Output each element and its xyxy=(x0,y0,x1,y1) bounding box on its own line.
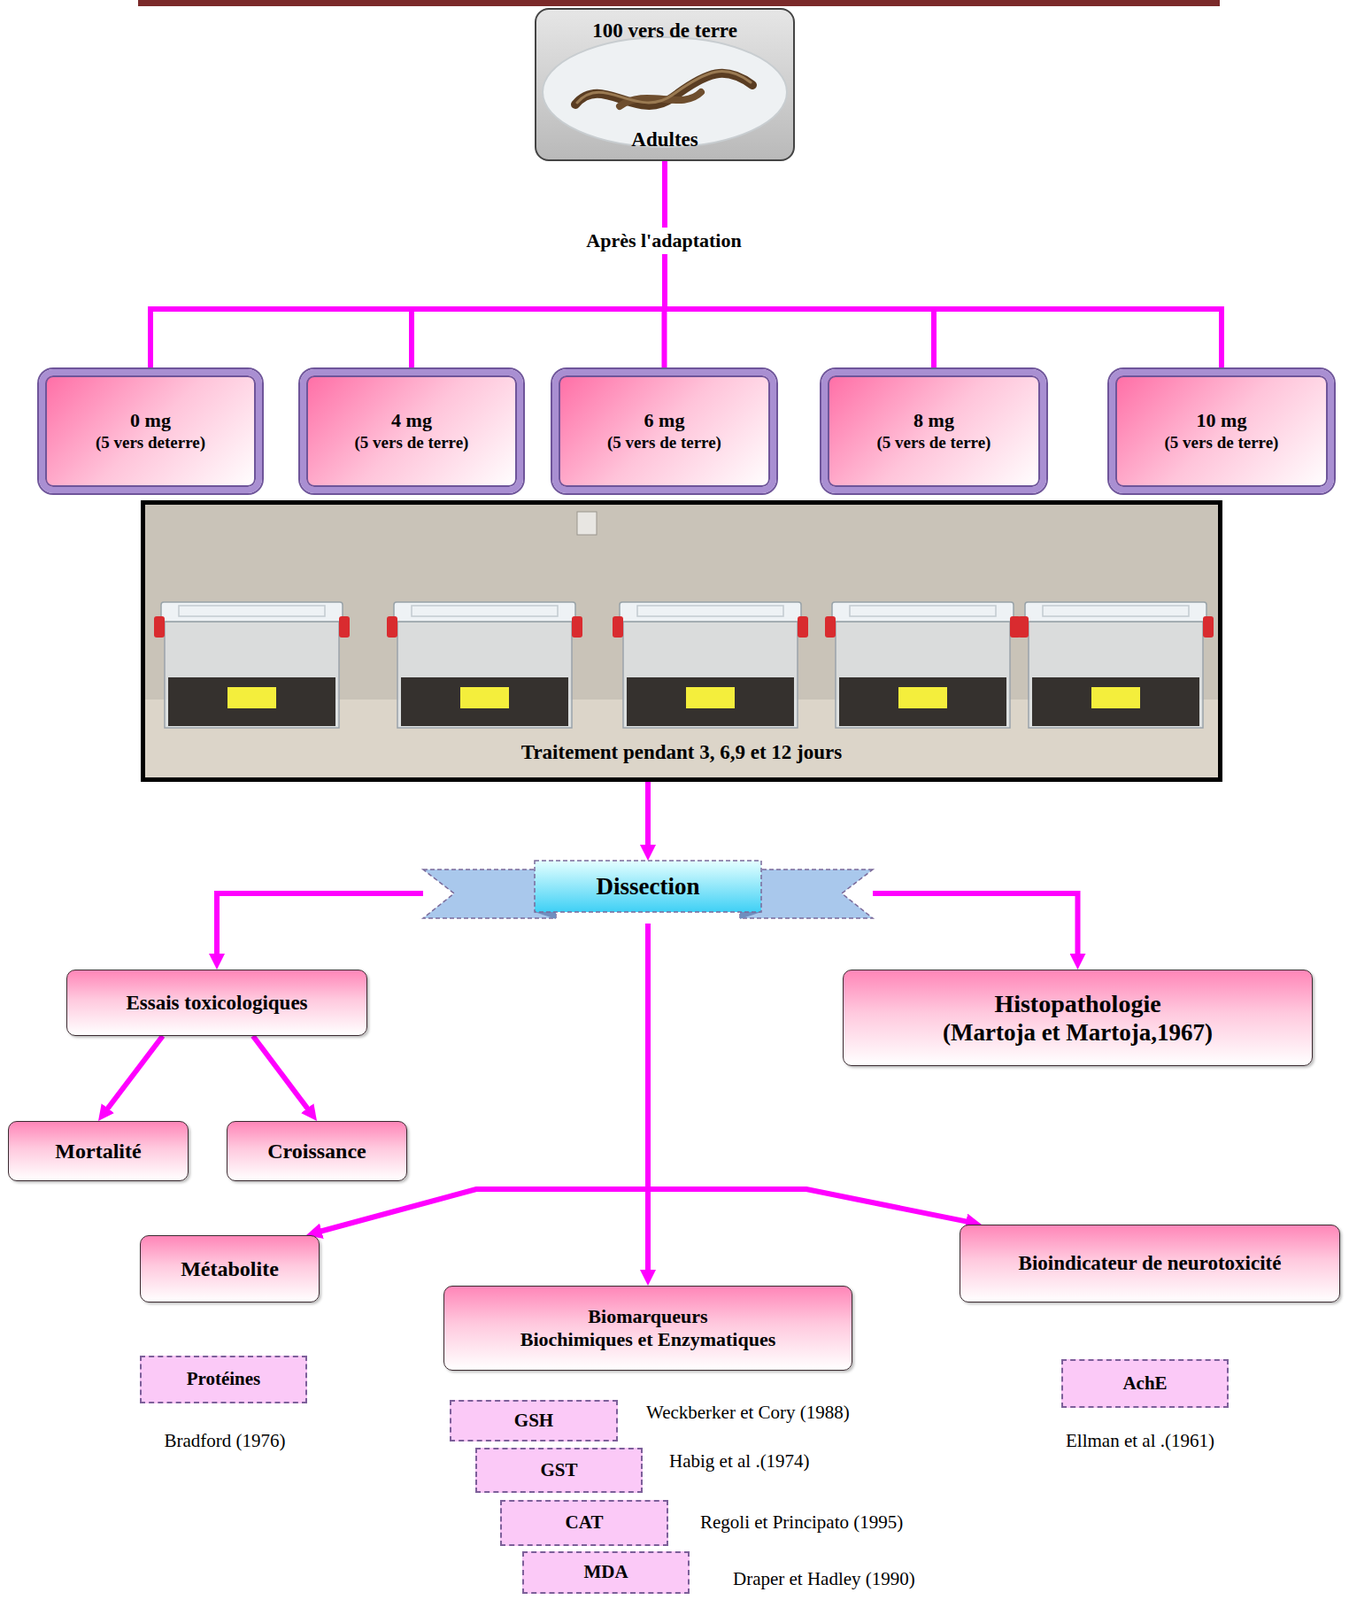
ribbon-fold xyxy=(740,911,762,919)
header-bar xyxy=(138,0,1220,7)
photo-ground xyxy=(535,8,794,161)
treatment-tub xyxy=(1017,601,1214,728)
earthworm-shine xyxy=(577,71,751,103)
dose-box: 0 mg(5 vers deterre) xyxy=(38,369,263,494)
node-text: Biochimiques et Enzymatiques xyxy=(520,1327,776,1351)
flow-connector xyxy=(216,893,424,957)
parameter-box: AchE xyxy=(1061,1358,1229,1408)
node-text: Bioindicateur de neurotoxicité xyxy=(1018,1250,1282,1276)
treatment-photo-panel: Traitement pendant 3, 6,9 et 12 jours xyxy=(140,500,1223,782)
dissection-banner: Dissection xyxy=(423,860,873,924)
node-text: (Martoja et Martoja,1967) xyxy=(942,1017,1213,1047)
node-text: Dissection xyxy=(596,871,701,901)
treatment-tub xyxy=(154,601,350,728)
flow-connector xyxy=(253,1035,310,1111)
analysis-box: Mortalité xyxy=(7,1120,189,1181)
dose-box: 8 mg(5 vers de terre) xyxy=(821,369,1047,494)
citation: Weckberker et Cory (1988) xyxy=(646,1401,850,1424)
specimen-box: 100 vers de terreAdultes xyxy=(534,7,795,162)
dose-box: 6 mg(5 vers de terre) xyxy=(552,369,777,494)
node-text: MDA xyxy=(583,1560,628,1583)
node-text: GSH xyxy=(514,1409,554,1432)
parameter-box: MDA xyxy=(522,1550,690,1594)
node-text: Biomarqueurs xyxy=(587,1304,708,1328)
flow-connector xyxy=(318,923,648,1232)
citation: Ellman et al .(1961) xyxy=(1065,1429,1215,1452)
node-text: Essais toxicologiques xyxy=(125,990,308,1016)
node-text: Histopathologie xyxy=(994,988,1161,1019)
node-text: GST xyxy=(539,1458,578,1481)
parameter-box: Protéines xyxy=(139,1355,308,1403)
ribbon-center xyxy=(534,860,762,912)
node-text: 0 mg xyxy=(130,408,171,432)
connector-label: Après l'adaptation xyxy=(580,227,747,255)
node-text: AchE xyxy=(1122,1372,1167,1395)
parameter-box: GST xyxy=(475,1447,643,1493)
citation: Habig et al .(1974) xyxy=(669,1449,810,1473)
node-text: 100 vers de terre xyxy=(592,18,738,44)
citation: Draper et Hadley (1990) xyxy=(732,1567,916,1590)
node-text: 6 mg xyxy=(644,408,686,432)
node-text: (5 vers deterre) xyxy=(95,432,206,454)
citation: Regoli et Principato (1995) xyxy=(700,1510,903,1534)
treatment-tub xyxy=(386,601,583,728)
node-text: Protéines xyxy=(186,1367,262,1390)
analysis-box: Essais toxicologiques xyxy=(66,969,368,1036)
analysis-box: BiomarqueursBiochimiques et Enzymatiques xyxy=(443,1285,853,1371)
node-text: Métabolite xyxy=(180,1256,279,1282)
citation: Bradford (1976) xyxy=(163,1429,286,1452)
node-text: Traitement pendant 3, 6,9 et 12 jours xyxy=(521,740,842,765)
flow-connector xyxy=(645,781,651,848)
analysis-box: Bioindicateur de neurotoxicité xyxy=(959,1224,1341,1303)
analysis-box: Histopathologie(Martoja et Martoja,1967) xyxy=(842,969,1313,1066)
flow-connector xyxy=(872,893,1079,957)
node-text: 10 mg xyxy=(1196,408,1248,432)
node-text: Adultes xyxy=(631,127,698,153)
node-text: CAT xyxy=(565,1510,604,1534)
node-text: Mortalité xyxy=(54,1138,141,1164)
wall-socket xyxy=(577,511,597,535)
node-text: 4 mg xyxy=(391,408,432,432)
photo-wall xyxy=(140,500,1223,782)
parameter-box: GSH xyxy=(449,1399,618,1442)
node-text: (5 vers de terre) xyxy=(607,432,722,454)
node-text: (5 vers de terre) xyxy=(1164,432,1280,454)
flow-connector xyxy=(647,923,970,1222)
dose-box: 4 mg(5 vers de terre) xyxy=(300,369,524,494)
analysis-box: Métabolite xyxy=(139,1234,320,1303)
analysis-box: Croissance xyxy=(226,1120,408,1181)
treatment-tub xyxy=(824,601,1021,728)
node-text: 8 mg xyxy=(913,408,955,432)
node-text: (5 vers de terre) xyxy=(877,432,992,454)
flow-connector xyxy=(664,161,1222,370)
parameter-box: CAT xyxy=(500,1499,669,1546)
node-text: Croissance xyxy=(267,1138,367,1164)
ribbon-fold xyxy=(534,911,556,919)
node-text: (5 vers de terre) xyxy=(354,432,470,454)
dose-box: 10 mg(5 vers de terre) xyxy=(1109,369,1334,494)
treatment-tub xyxy=(612,601,809,728)
flow-connector xyxy=(150,161,665,370)
flow-connector xyxy=(411,161,665,370)
flow-connector xyxy=(664,161,934,370)
flow-connector xyxy=(106,1035,163,1111)
